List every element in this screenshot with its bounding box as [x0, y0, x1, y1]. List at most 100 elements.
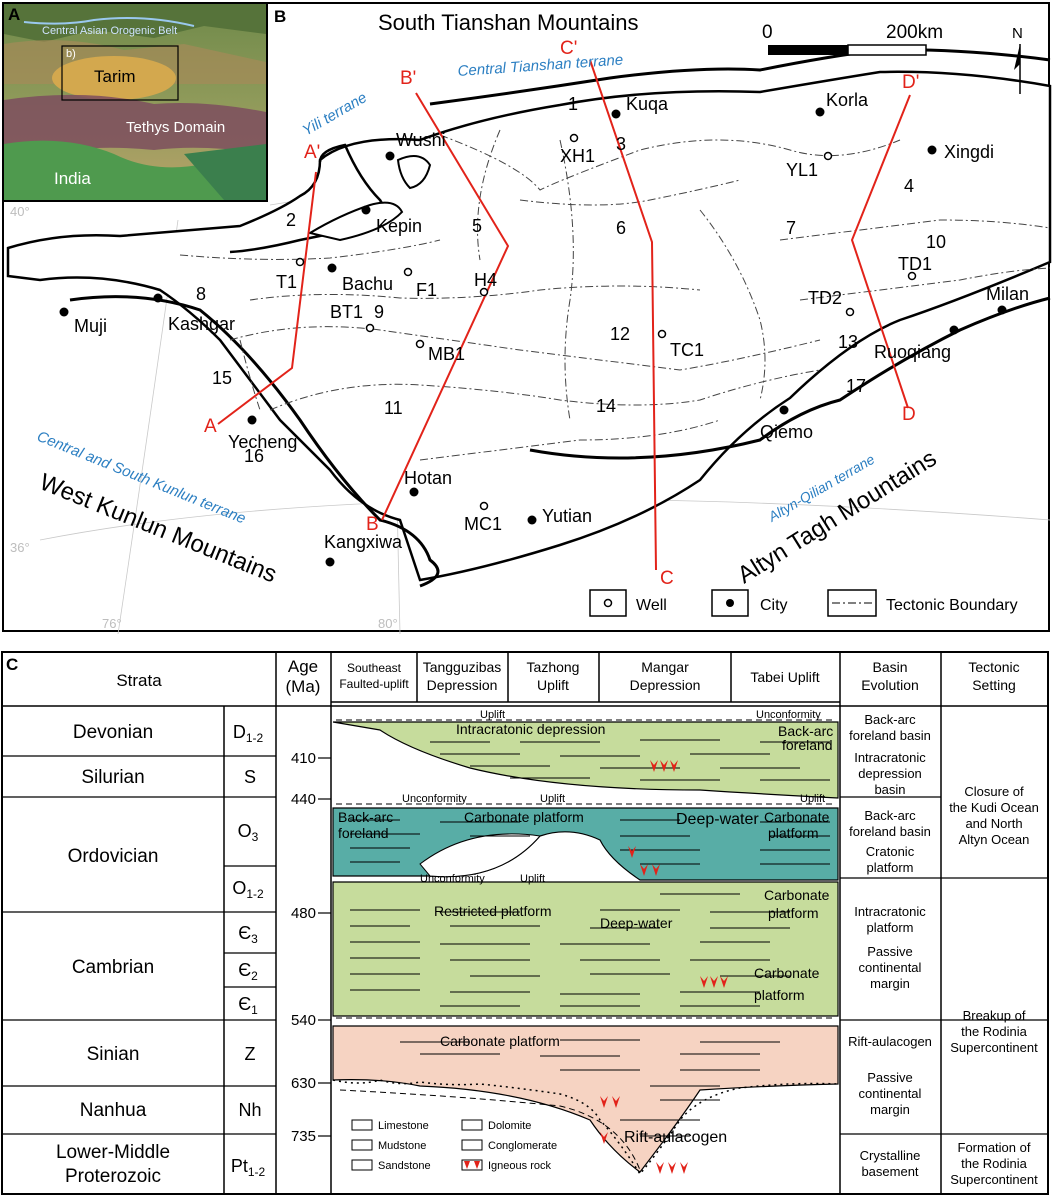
section-c-label: C — [660, 568, 674, 589]
main-map: 40° 36° 76° 80° 0 200km — [6, 7, 1052, 634]
inset-box — [61, 45, 179, 101]
city-marker — [527, 515, 537, 525]
section-d-prime-label: D' — [902, 72, 919, 93]
basin-evo-text: continental — [859, 1086, 922, 1101]
tectonic-setting-header-2: Setting — [972, 677, 1016, 693]
ordovician-carbonate-1: Carbonate — [764, 809, 830, 825]
well-label: MC1 — [464, 514, 502, 534]
section-d-line — [850, 94, 911, 409]
zone-number: 15 — [212, 368, 232, 388]
zone-number: 4 — [904, 176, 914, 196]
period-silurian: Silurian — [81, 767, 144, 788]
legend-well-label: Well — [636, 597, 667, 614]
rift-aulacogen-label: Rift-aulacogen — [624, 1129, 727, 1146]
well-label: TD1 — [898, 254, 932, 274]
zone-number: 6 — [616, 218, 626, 238]
legend-dolomite: Dolomite — [488, 1120, 531, 1132]
city-marker — [611, 109, 621, 119]
tangguzibas-header-1: Tangguzibas — [423, 659, 502, 675]
cambrian-upper-carbonate-1: Carbonate — [764, 887, 830, 903]
section-d-label: D — [902, 404, 916, 425]
map-title: South Tianshan Mountains — [378, 10, 639, 35]
zone-number: 13 — [838, 332, 858, 352]
city-label: Wushi — [396, 130, 446, 150]
code-cambrian-lower: Є1 — [238, 994, 258, 1017]
tectonic-text: Closure of — [964, 784, 1024, 799]
city-marker — [997, 305, 1007, 315]
basin-evo-text: foreland basin — [849, 728, 931, 743]
scale-bar — [768, 44, 927, 56]
city-marker — [385, 151, 395, 161]
tethys-label: Tethys Domain — [126, 119, 225, 136]
legend-boundary-label: Tectonic Boundary — [886, 597, 1018, 614]
uplift-label-3: Uplift — [800, 793, 825, 805]
inset-box-label: b) — [66, 48, 76, 60]
igneous-rock-symbols — [600, 760, 728, 1174]
period-ordovician: Ordovician — [68, 846, 159, 867]
period-sinian: Sinian — [87, 1044, 140, 1065]
ordovician-deep-water-label: Deep-water — [676, 811, 759, 828]
legend-limestone: Limestone — [378, 1120, 429, 1132]
section-c-prime-label: C' — [560, 38, 577, 59]
zone-number: 7 — [786, 218, 796, 238]
legend-conglomerate: Conglomerate — [488, 1140, 557, 1152]
code-proterozoic: Pt1-2 — [231, 1156, 266, 1179]
lon-76-label: 76° — [102, 616, 122, 631]
city-label: Yutian — [542, 506, 592, 526]
city-marker — [327, 263, 337, 273]
period-lower-middle: Lower-Middle — [56, 1142, 170, 1163]
age-header-1: Age — [288, 657, 318, 676]
well-marker — [823, 151, 833, 161]
ordovician-carbonate-platform-label: Carbonate platform — [464, 809, 584, 825]
scale-end: 200km — [886, 22, 943, 43]
city-label: Korla — [826, 90, 869, 110]
age-header-2: (Ma) — [286, 677, 321, 696]
lithology-legend — [351, 1119, 483, 1171]
intracratonic-depression-label: Intracratonic depression — [456, 721, 605, 737]
well-label: MB1 — [428, 344, 465, 364]
southeast-header-1: Southeast — [347, 661, 402, 675]
panel-b-label: B — [274, 7, 286, 26]
well-label: F1 — [416, 280, 437, 300]
basin-evolution-header-1: Basin — [872, 659, 907, 675]
basin-evo-text: margin — [870, 976, 910, 991]
basin-evo-text: foreland basin — [849, 824, 931, 839]
well-marker — [403, 267, 413, 277]
ordovician-carbonate-2: platform — [768, 825, 819, 841]
cross-section-lines — [217, 59, 911, 571]
city-label: Bachu — [342, 274, 393, 294]
basin-outline — [6, 70, 1052, 582]
basin-evo-text: Passive — [867, 944, 913, 959]
southeast-header-2: Faulted-uplift — [339, 677, 409, 691]
section-c-line — [589, 59, 657, 571]
belt-label: Central Asian Orogenic Belt — [42, 25, 177, 37]
period-proterozoic: Proterozoic — [65, 1166, 161, 1187]
basin-evo-text: Intracratonic — [854, 750, 926, 765]
well-marker — [845, 307, 855, 317]
tectonic-text: Supercontinent — [950, 1040, 1038, 1055]
map-legend — [589, 589, 877, 617]
unit-devonian-silurian — [332, 721, 839, 799]
section-a-label: A — [204, 416, 217, 437]
city-label: Kashgar — [168, 314, 235, 334]
restricted-platform-label: Restricted platform — [434, 903, 551, 919]
well-label: YL1 — [786, 160, 818, 180]
back-arc-foreland-lower-2: foreland — [338, 825, 389, 841]
zone-number: 14 — [596, 396, 616, 416]
uplift-label-4: Uplift — [520, 873, 545, 885]
lon-80-label: 80° — [378, 616, 398, 631]
tectonic-text: and North — [965, 816, 1022, 831]
well-marker — [479, 501, 489, 511]
well-label: XH1 — [560, 146, 595, 166]
basin-evo-text: Cratonic — [866, 844, 915, 859]
age-480: 480 — [291, 905, 316, 922]
zone-number: 8 — [196, 284, 206, 304]
section-a-prime-label: A' — [304, 142, 320, 163]
well-label: H4 — [474, 270, 497, 290]
uplift-label-1: Uplift — [480, 709, 505, 721]
city-marker — [361, 205, 371, 215]
